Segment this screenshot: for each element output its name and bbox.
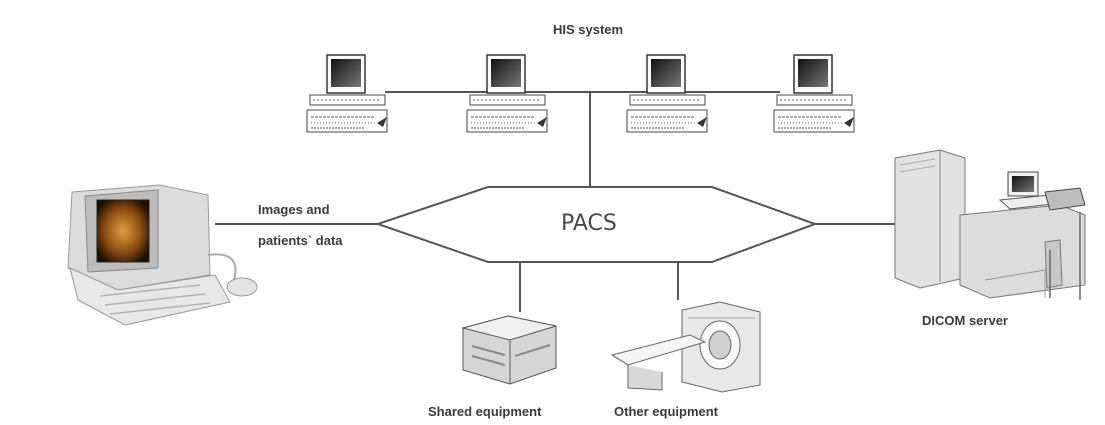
workstation-icon <box>306 54 388 133</box>
images-label-line1: Images and <box>258 202 330 217</box>
workstation-icon <box>626 54 708 133</box>
workstation-icon <box>773 54 855 133</box>
dicom-server-icon <box>894 149 1086 300</box>
shared-equipment-label: Shared equipment <box>428 404 542 419</box>
dicom-server-label: DICOM server <box>922 313 1008 328</box>
images-label-line2: patients` data <box>258 233 343 248</box>
his-system-label: HIS system <box>553 22 624 37</box>
pacs-hexagon <box>374 186 818 263</box>
network-lines <box>215 91 895 312</box>
workstation-icon <box>466 54 548 133</box>
ct-scanner-icon <box>610 301 761 393</box>
shared-printer-icon <box>461 315 557 385</box>
pacs-label: PACS <box>561 211 617 236</box>
other-equipment-label: Other equipment <box>614 404 719 419</box>
ultrasound-machine-icon <box>67 184 258 326</box>
